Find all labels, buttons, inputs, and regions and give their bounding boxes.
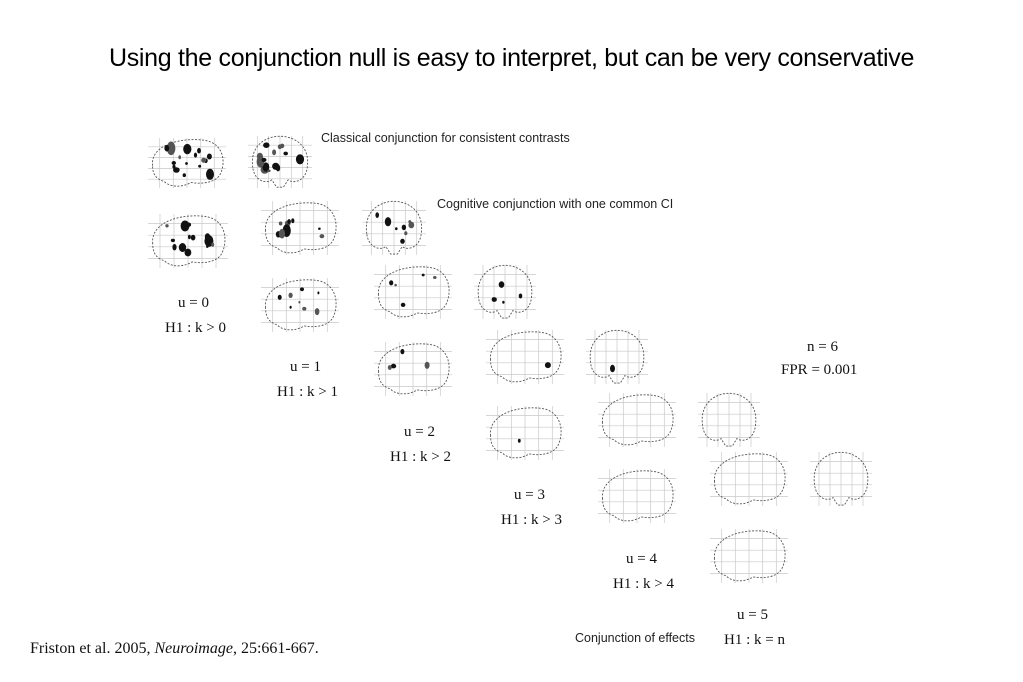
- citation-journal: Neuroimage: [154, 640, 233, 657]
- glass-brain-13: [596, 391, 678, 449]
- threshold-u-1: u = 1: [290, 359, 321, 375]
- threshold-h-5: H1 : k = n: [724, 632, 785, 648]
- threshold-u-3: u = 3: [514, 487, 545, 503]
- threshold-u-2: u = 2: [404, 424, 435, 440]
- glass-brain-5: [360, 199, 428, 257]
- threshold-h-1: H1 : k > 1: [277, 384, 338, 400]
- glass-brain-2: [246, 134, 314, 190]
- glass-brain-15: [596, 467, 678, 525]
- glass-brain-1: [146, 136, 228, 190]
- label-cognitive-conjunction: Cognitive conjunction with one common CI: [437, 197, 674, 211]
- citation-year: 2005,: [114, 640, 151, 657]
- label-classical-conjunction: Classical conjunction for consistent con…: [321, 131, 570, 145]
- glass-brain-3: [146, 212, 230, 270]
- citation: Friston et al. 2005, Neuroimage, 25:661-…: [30, 640, 319, 658]
- glass-brain-18: [708, 527, 790, 585]
- citation-ref: , 25:661-667.: [232, 640, 319, 657]
- threshold-h-2: H1 : k > 2: [390, 449, 451, 465]
- label-conjunction-of-effects: Conjunction of effects: [575, 631, 695, 645]
- param-n: n = 6: [807, 339, 838, 355]
- slide-title: Using the conjunction null is easy to in…: [108, 44, 915, 72]
- threshold-h-4: H1 : k > 4: [613, 576, 674, 592]
- glass-brain-10: [484, 328, 566, 386]
- glass-brain-6: [259, 276, 341, 334]
- glass-brain-17: [808, 450, 874, 508]
- glass-brain-9: [372, 340, 454, 398]
- threshold-u-0: u = 0: [178, 295, 209, 311]
- glass-brain-12: [484, 404, 566, 462]
- glass-brain-4: [259, 199, 341, 257]
- glass-brain-16: [708, 450, 790, 508]
- glass-brain-11: [584, 328, 650, 386]
- threshold-u-5: u = 5: [737, 607, 768, 623]
- glass-brain-8: [472, 263, 538, 321]
- citation-authors: Friston et al.: [30, 640, 111, 657]
- threshold-h-3: H1 : k > 3: [501, 512, 562, 528]
- threshold-h-0: H1 : k > 0: [165, 320, 226, 336]
- param-fpr: FPR = 0.001: [781, 362, 858, 378]
- glass-brain-14: [696, 391, 762, 449]
- glass-brain-7: [372, 263, 454, 321]
- threshold-u-4: u = 4: [626, 551, 657, 567]
